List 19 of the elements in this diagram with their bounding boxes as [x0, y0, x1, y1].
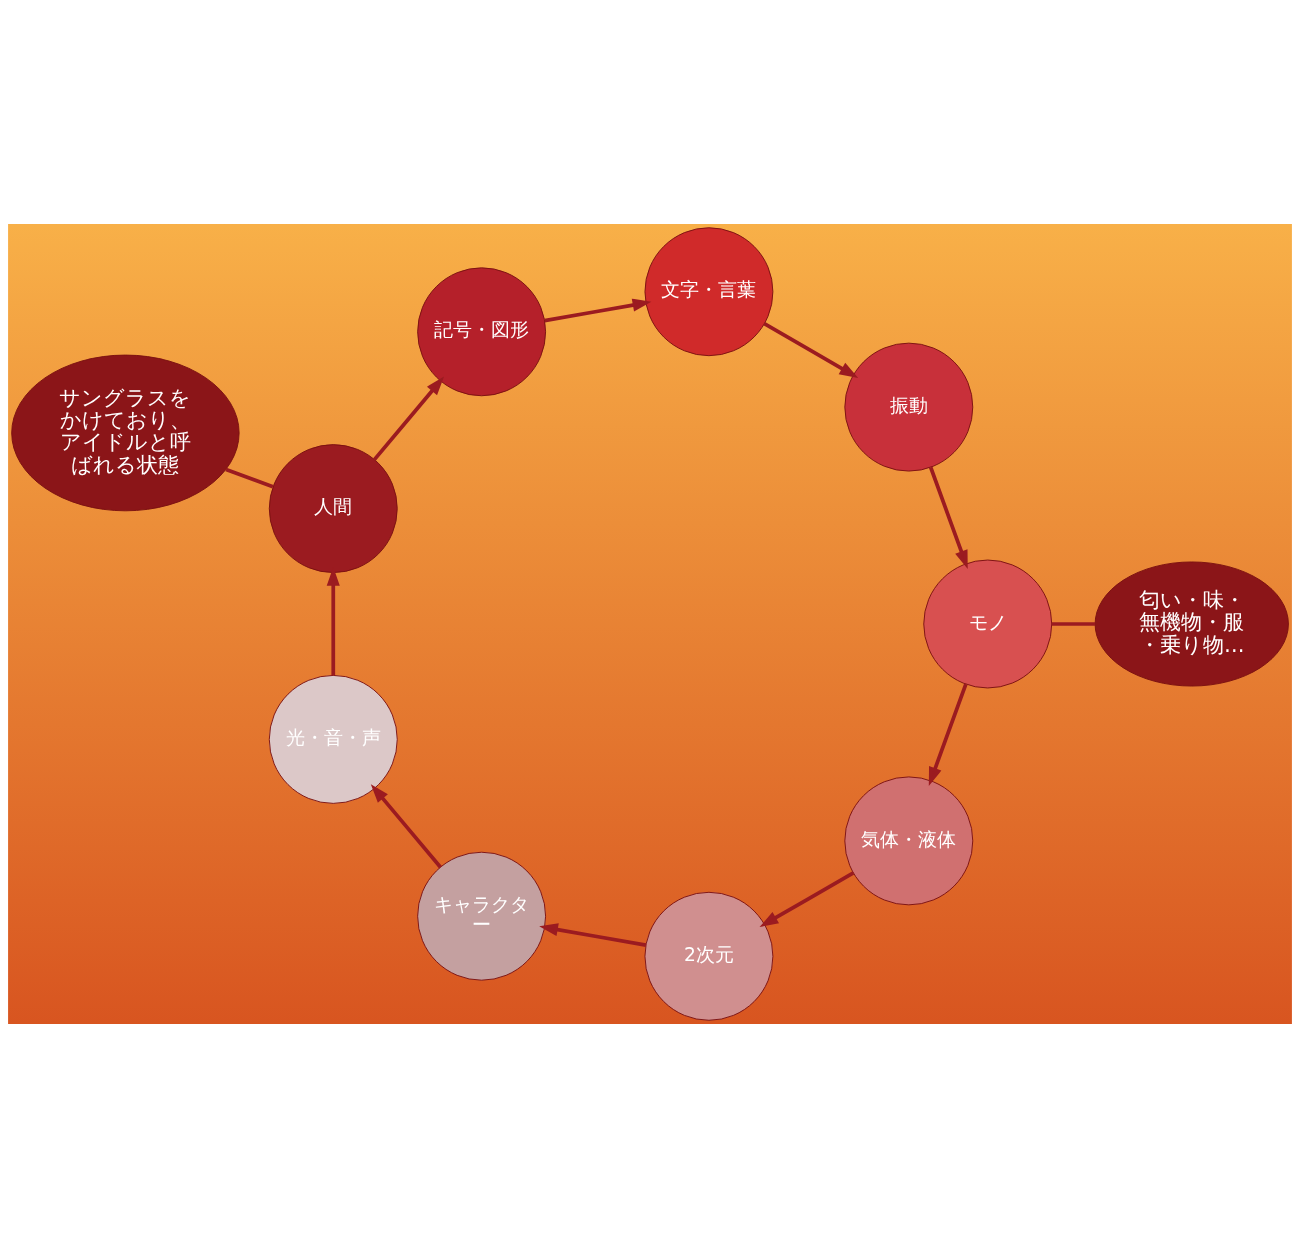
connector	[225, 467, 274, 488]
node-circle: 振動	[844, 342, 974, 472]
node-circle: 人間	[268, 443, 398, 573]
node-circle: 気体・液体	[844, 775, 974, 905]
node-ellipse: 匂い・味・無機物・服・乗り物…	[1094, 560, 1289, 687]
arrow	[759, 870, 855, 927]
node-circle: モノ	[923, 559, 1053, 688]
node-circle: キャラクター	[417, 851, 547, 981]
arrow	[372, 376, 445, 461]
arrow	[539, 922, 647, 947]
node-ellipse: サングラスをかけており、アイドルと呼ばれる状態	[11, 354, 240, 511]
connector	[1051, 621, 1096, 626]
node-circle: 2次元	[644, 891, 774, 1021]
arrow	[928, 466, 968, 569]
arrow	[763, 321, 859, 378]
arrow	[544, 298, 652, 323]
arrow	[370, 783, 442, 868]
node-circle: 文字・言葉	[644, 226, 774, 356]
arrow	[928, 682, 968, 786]
